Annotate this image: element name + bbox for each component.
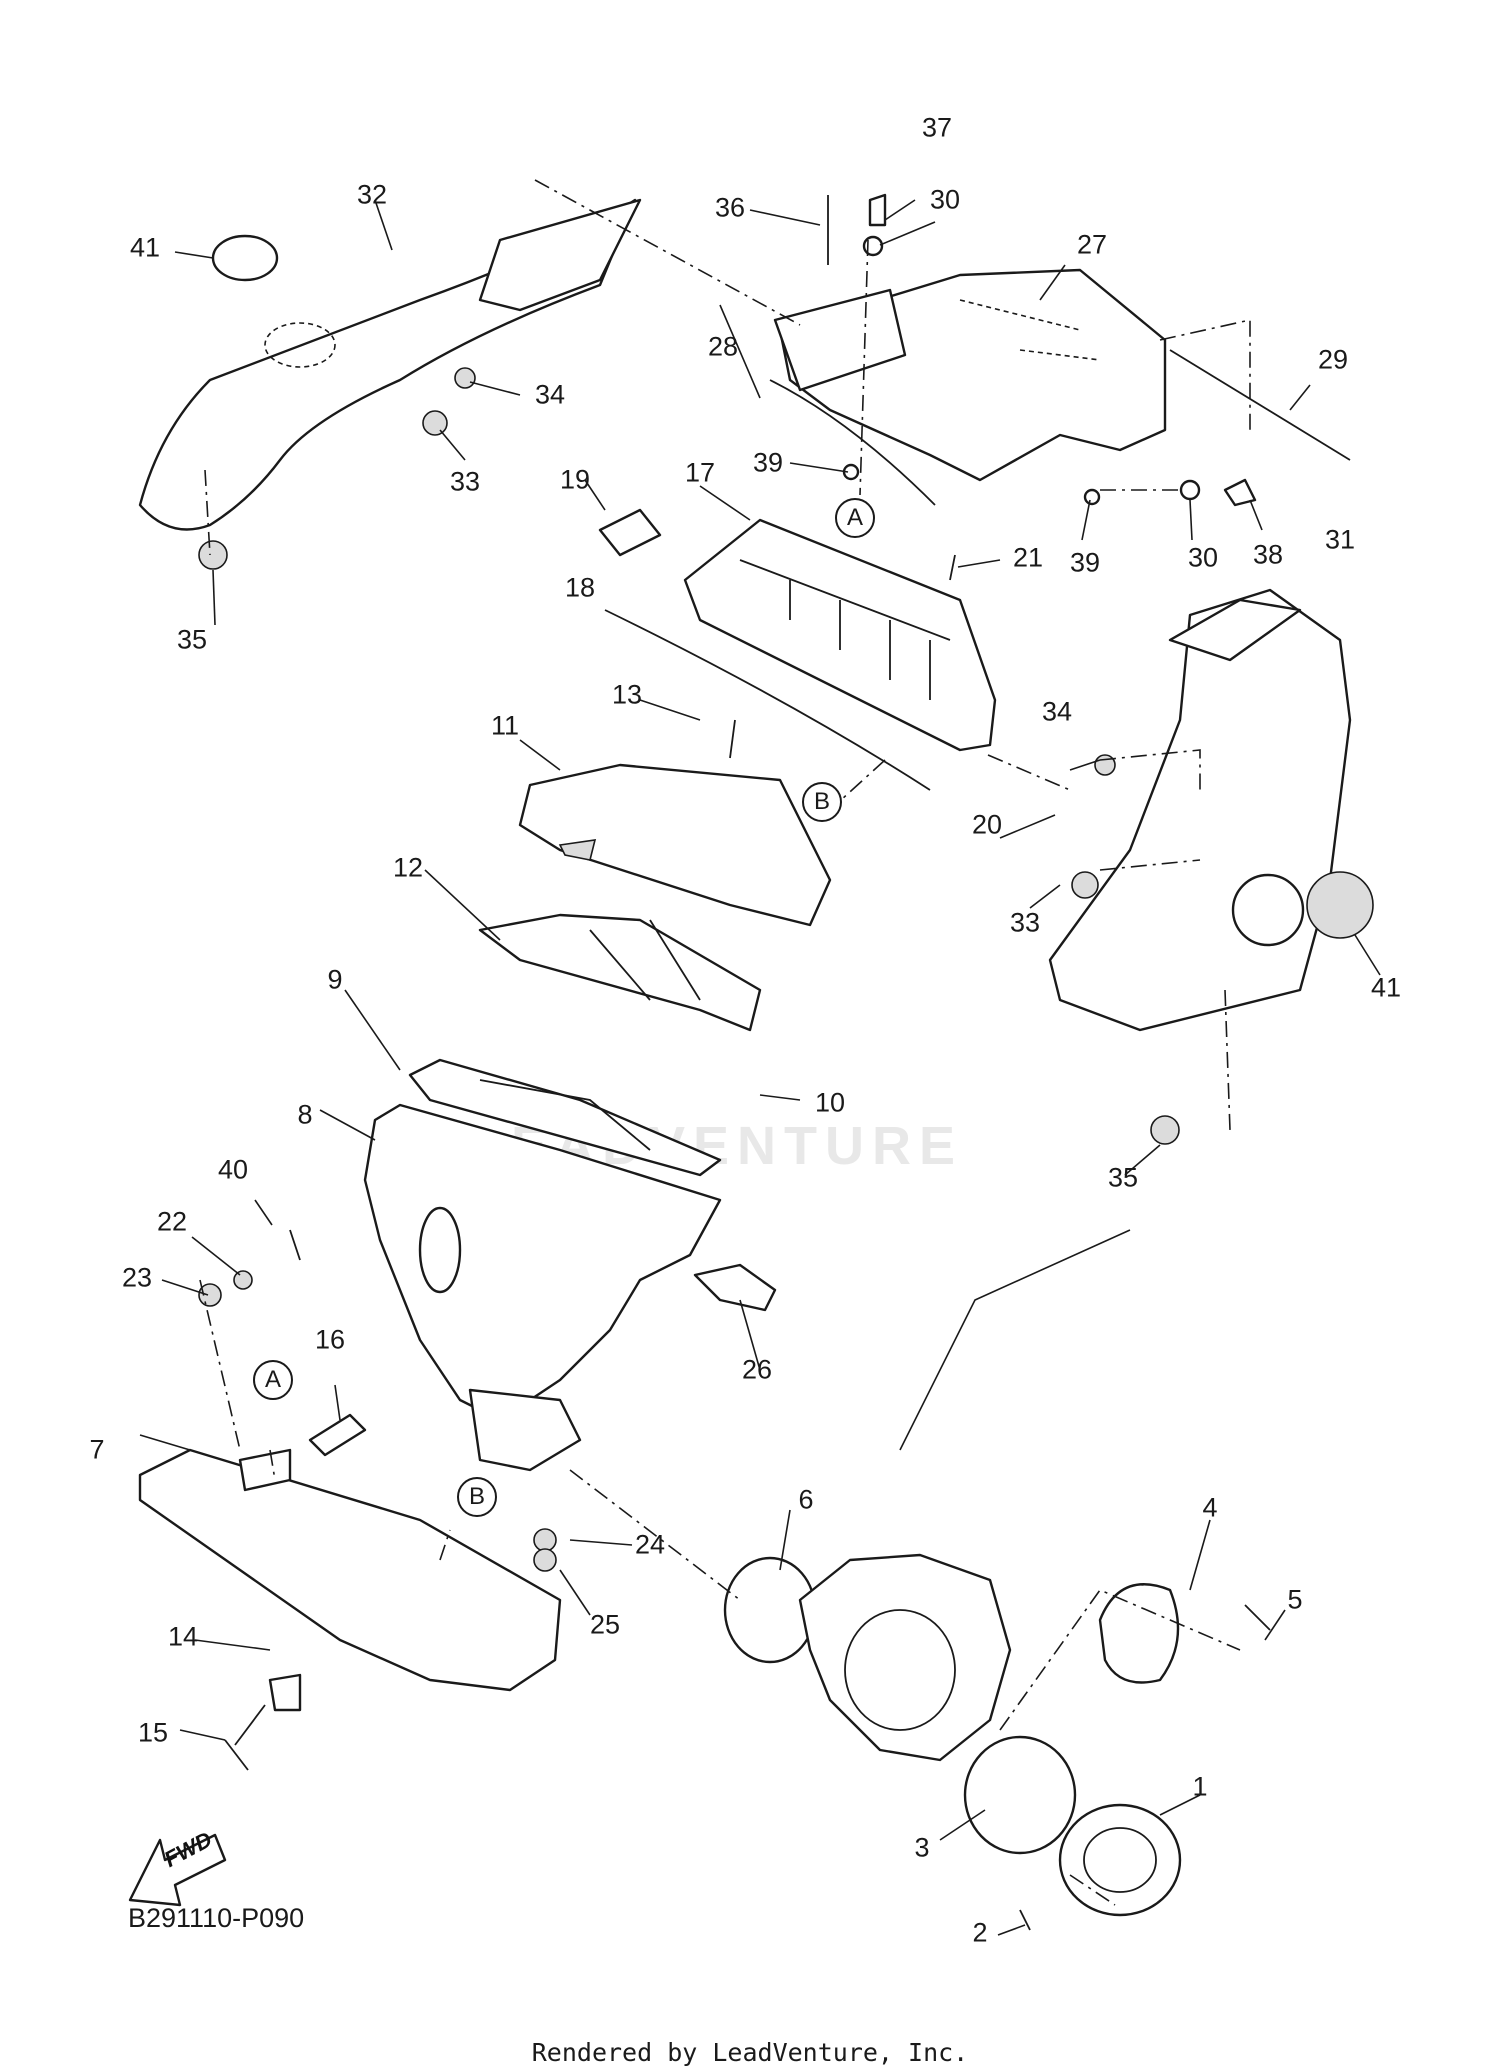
callout-22: 22 (156, 1206, 188, 1237)
callout-15: 15 (137, 1717, 169, 1748)
callout-35-right: 35 (1107, 1162, 1139, 1193)
callout-33-left: 33 (449, 466, 481, 497)
part-7-lower-bracket (138, 1448, 562, 1692)
callout-23: 23 (121, 1262, 153, 1293)
callout-26: 26 (741, 1354, 773, 1385)
callout-5: 5 (1287, 1584, 1303, 1615)
callout-6: 6 (798, 1484, 814, 1515)
render-credit: Rendered by LeadVenture, Inc. (531, 2038, 969, 2067)
callout-16: 16 (314, 1324, 346, 1355)
part-9-filter-element (408, 1058, 722, 1177)
callout-4: 4 (1202, 1492, 1218, 1523)
part-11-filter-cover (518, 763, 832, 927)
callout-34-right: 34 (1041, 696, 1073, 727)
part-8-air-box (363, 1103, 722, 1422)
callout-12: 12 (392, 852, 424, 883)
callout-2: 2 (972, 1917, 988, 1948)
callout-18: 18 (564, 572, 596, 603)
callout-21: 21 (1012, 542, 1044, 573)
callout-38: 38 (1252, 539, 1284, 570)
callout-24: 24 (634, 1529, 666, 1560)
callout-39-right: 39 (1069, 547, 1101, 578)
callout-20: 20 (971, 809, 1003, 840)
callout-7: 7 (89, 1434, 105, 1465)
diagram-code: B291110-P090 (128, 1903, 305, 1933)
callout-39-top: 39 (752, 447, 784, 478)
callout-8: 8 (297, 1099, 313, 1130)
callout-40: 40 (217, 1154, 249, 1185)
callout-19: 19 (559, 464, 591, 495)
ref-marker-a-bottom: A (253, 1360, 293, 1400)
callout-10: 10 (814, 1087, 846, 1118)
callout-9: 9 (327, 964, 343, 995)
callout-33-right: 33 (1009, 907, 1041, 938)
fwd-arrow-icon (128, 1833, 227, 1907)
callout-30-top: 30 (929, 184, 961, 215)
callout-28: 28 (707, 331, 739, 362)
callout-1: 1 (1192, 1771, 1208, 1802)
callout-11: 11 (490, 710, 520, 741)
callout-35-left: 35 (176, 624, 208, 655)
ref-marker-b-bottom: B (457, 1477, 497, 1517)
callout-41-right: 41 (1370, 972, 1402, 1003)
part-1-joint (1058, 1803, 1182, 1917)
ref-marker-a-top: A (835, 498, 875, 538)
callout-36: 36 (714, 192, 746, 223)
callout-25: 25 (589, 1609, 621, 1640)
callout-14: 14 (167, 1621, 199, 1652)
ref-marker-b-top: B (802, 782, 842, 822)
throttle-body (798, 1553, 1012, 1762)
callout-3: 3 (914, 1832, 930, 1863)
callout-27: 27 (1076, 229, 1108, 260)
part-31-side-cover (1048, 588, 1352, 1032)
callout-29: 29 (1317, 344, 1349, 375)
callout-30-right: 30 (1187, 542, 1219, 573)
callout-17: 17 (684, 457, 716, 488)
part-12-element-frame (478, 913, 762, 1032)
callout-31: 31 (1324, 524, 1356, 555)
callout-13: 13 (611, 679, 643, 710)
callout-34-left: 34 (534, 379, 566, 410)
callout-41-left: 41 (129, 232, 161, 263)
callout-37: 37 (921, 112, 953, 143)
callout-32: 32 (356, 179, 388, 210)
